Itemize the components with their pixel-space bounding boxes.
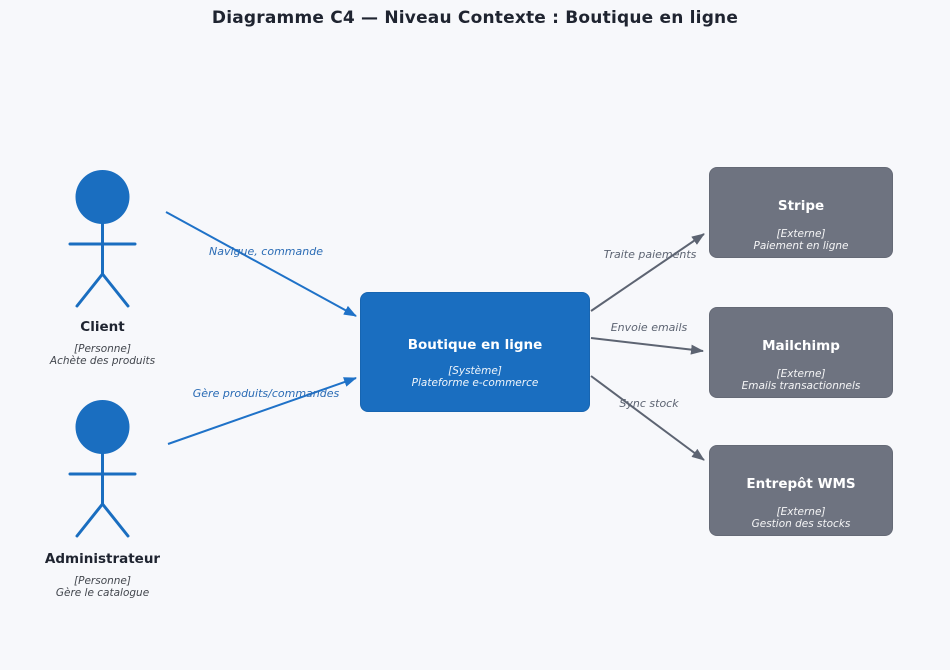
actor-admin-name: Administrateur [44, 551, 161, 567]
relation-label-emails: Envoie emails [610, 321, 688, 334]
external-node-stripe: Stripe [Externe] Paiement en ligne [709, 167, 893, 258]
system-node-type: [Système] [448, 365, 502, 377]
external-node-name: Mailchimp [762, 338, 840, 354]
external-node-mailchimp: Mailchimp [Externe] Emails transactionne… [709, 307, 893, 398]
person-icon-admin [68, 400, 137, 538]
arrow-admin-to-system [167, 377, 357, 445]
actor-client-desc: Achète des produits [49, 355, 156, 367]
external-node-wms: Entrepôt WMS [Externe] Gestion des stock… [709, 445, 893, 536]
arrow-system-to-wms [590, 375, 705, 461]
arrow-system-to-stripe [590, 233, 705, 312]
system-node-name: Boutique en ligne [407, 337, 543, 353]
system-node-boutique: Boutique en ligne [Système] Plateforme e… [360, 292, 590, 412]
arrow-client-to-system [165, 211, 357, 317]
relation-label-navigue: Navigue, commande [209, 245, 323, 258]
external-node-type: [Externe] [776, 228, 826, 240]
relation-label-sync: Sync stock [619, 397, 679, 410]
person-icon-client [68, 170, 137, 308]
external-node-desc: Emails transactionnels [741, 380, 861, 392]
external-node-name: Entrepôt WMS [746, 476, 856, 492]
system-node-desc: Plateforme e-commerce [411, 377, 539, 389]
actor-admin: Administrateur [Personne] Gère le catalo… [22, 551, 183, 599]
external-node-desc: Gestion des stocks [751, 518, 851, 530]
external-node-type: [Externe] [776, 368, 826, 380]
actor-client: Client [Personne] Achète des produits [22, 319, 183, 367]
diagram-title: Diagramme C4 — Niveau Contexte : Boutiqu… [211, 8, 739, 28]
actor-client-type: [Personne] [74, 343, 131, 355]
relation-label-gere: Gère produits/commandes [192, 387, 340, 400]
external-node-desc: Paiement en ligne [753, 240, 849, 252]
actor-client-name: Client [80, 319, 125, 335]
external-node-type: [Externe] [776, 506, 826, 518]
relation-label-paiements: Traite paiements [603, 248, 697, 261]
external-node-name: Stripe [777, 198, 825, 214]
actor-admin-desc: Gère le catalogue [55, 587, 150, 599]
arrow-system-to-mailchimp [590, 337, 704, 355]
actor-admin-type: [Personne] [74, 575, 131, 587]
